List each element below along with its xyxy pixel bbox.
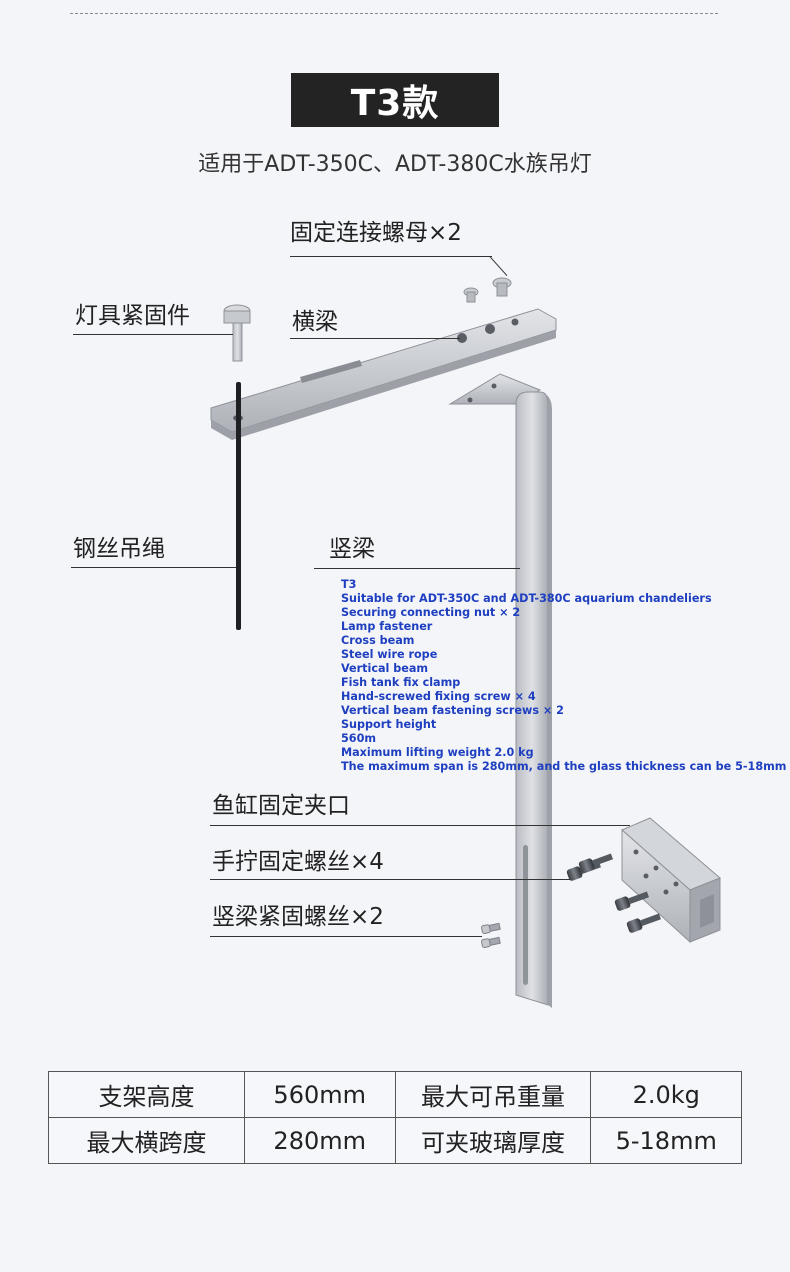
- note-line: Fish tank fix clamp: [341, 676, 461, 689]
- vertical-beam: [448, 373, 552, 1008]
- leader-vertical-beam: [314, 568, 520, 569]
- beam-screws: [481, 922, 501, 949]
- spec-label: 最大可吊重量: [394, 1071, 592, 1118]
- leader-connecting-nut: [290, 256, 492, 257]
- label-vertical-beam: 竖梁: [329, 536, 375, 562]
- spec-label: 支架高度: [48, 1071, 245, 1118]
- note-line: Vertical beam: [341, 662, 429, 675]
- connecting-nuts: [463, 277, 512, 303]
- leader-cross-beam: [290, 338, 460, 339]
- spec-value: 560mm: [243, 1071, 396, 1118]
- spec-value: 2.0kg: [590, 1071, 742, 1118]
- fish-tank-clamp: [621, 817, 721, 944]
- label-lamp-fastener: 灯具紧固件: [75, 303, 190, 329]
- leader-hand-screw: [210, 879, 570, 880]
- compatibility-subtitle: 适用于ADT-350C、ADT-380C水族吊灯: [198, 152, 592, 177]
- note-line: Suitable for ADT-350C and ADT-380C aquar…: [341, 592, 712, 605]
- note-line: Lamp fastener: [341, 620, 433, 633]
- bracket-illustration: [210, 277, 721, 1008]
- label-fish-tank-clamp: 鱼缸固定夹口: [212, 793, 350, 819]
- cross-beam: [210, 308, 557, 440]
- note-line: Steel wire rope: [341, 648, 438, 661]
- spec-table: 支架高度 560mm 最大可吊重量 2.0kg 最大横跨度 280mm 可夹玻璃…: [48, 1071, 742, 1164]
- spec-label: 可夹玻璃厚度: [394, 1117, 592, 1164]
- spec-value: 280mm: [243, 1117, 396, 1164]
- leader-steel-wire-rope: [71, 567, 236, 568]
- english-notes: T3 Suitable for ADT-350C and ADT-380C aq…: [341, 578, 786, 774]
- note-line: Securing connecting nut × 2: [341, 606, 521, 619]
- note-line: Vertical beam fastening screws × 2: [341, 704, 564, 717]
- spec-value: 5-18mm: [590, 1117, 742, 1164]
- lamp-fastener: [223, 304, 251, 362]
- note-line: 560m: [341, 732, 377, 745]
- note-line: Maximum lifting weight 2.0 kg: [341, 746, 534, 759]
- model-title: T3款: [291, 73, 499, 127]
- note-line: T3: [341, 578, 357, 591]
- note-line: Support height: [341, 718, 437, 731]
- leader-beam-screw: [210, 936, 482, 937]
- note-line: Cross beam: [341, 634, 415, 647]
- table-row: 最大横跨度 280mm 可夹玻璃厚度 5-18mm: [48, 1117, 742, 1164]
- hand-screws: [566, 853, 661, 933]
- label-steel-wire-rope: 钢丝吊绳: [73, 536, 165, 562]
- steel-wire-rope: [236, 382, 241, 630]
- label-hand-screw: 手拧固定螺丝×4: [212, 849, 384, 875]
- note-line: Hand-screwed fixing screw × 4: [341, 690, 536, 703]
- spec-label: 最大横跨度: [48, 1117, 245, 1164]
- label-cross-beam: 横梁: [292, 309, 338, 335]
- note-line: The maximum span is 280mm, and the glass…: [341, 760, 787, 773]
- leader-fish-tank-clamp: [210, 825, 630, 826]
- label-beam-screw: 竖梁紧固螺丝×2: [212, 904, 384, 930]
- top-divider: [70, 13, 718, 14]
- label-connecting-nut: 固定连接螺母×2: [290, 220, 462, 246]
- table-row: 支架高度 560mm 最大可吊重量 2.0kg: [48, 1071, 742, 1118]
- leader-lamp-fastener: [73, 334, 233, 335]
